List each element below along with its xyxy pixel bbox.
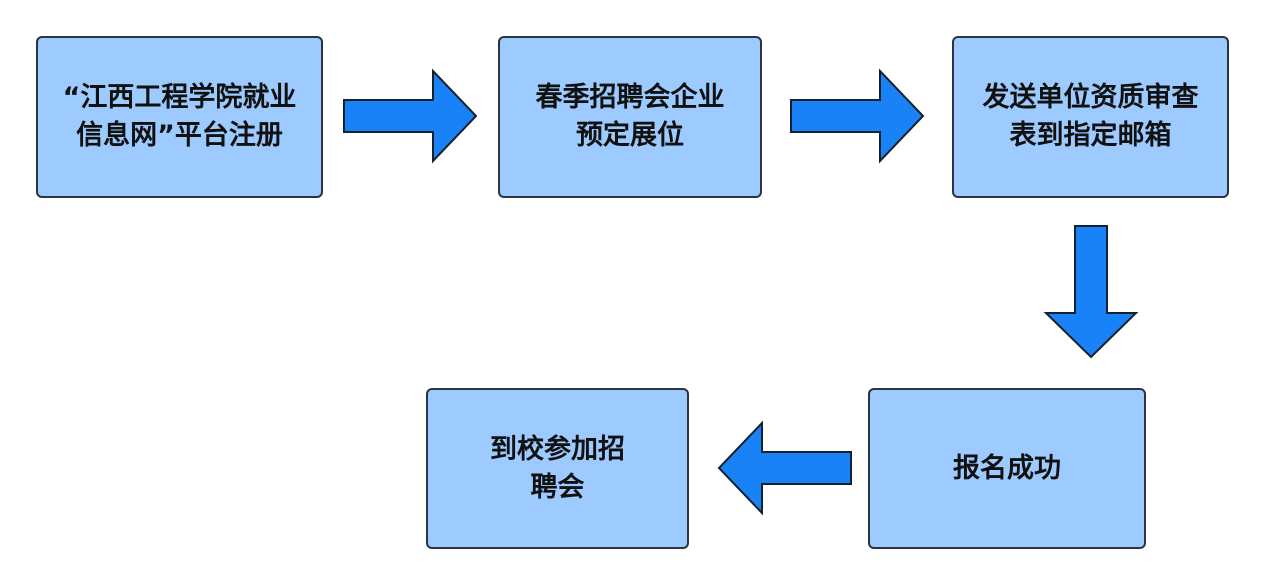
step-label-line-1: 春季招聘会企业 [535, 82, 725, 113]
flow-step-attend-fair: 到校参加招 聘会 [426, 388, 689, 549]
step-label-line-2: 表到指定邮箱 [1009, 120, 1172, 151]
step-label-line-2: 预定展位 [576, 120, 684, 151]
step-label-line-1: 报名成功 [953, 452, 1061, 484]
step-label-line-2: 信息网”平台注册 [76, 120, 283, 151]
arrow-down-icon [1043, 225, 1139, 359]
step-label-line-1: “江西工程学院就业 [62, 82, 297, 113]
flow-step-book-booth: 春季招聘会企业 预定展位 [498, 36, 762, 198]
step-label-line-1: 发送单位资质审查 [982, 82, 1199, 113]
step-label-line-2: 聘会 [530, 471, 585, 503]
flow-step-register: “江西工程学院就业 信息网”平台注册 [36, 36, 323, 198]
flow-step-registration-success: 报名成功 [868, 388, 1146, 549]
step-label-line-1: 到校参加招 [490, 433, 625, 465]
arrow-right-icon [790, 68, 925, 164]
flow-step-send-qualification: 发送单位资质审查 表到指定邮箱 [952, 36, 1229, 198]
arrow-right-icon [343, 68, 478, 164]
arrow-left-icon [717, 420, 852, 516]
